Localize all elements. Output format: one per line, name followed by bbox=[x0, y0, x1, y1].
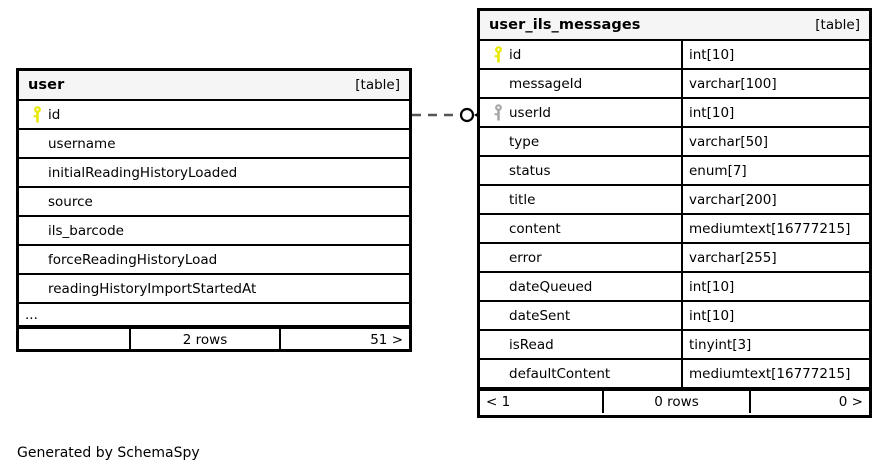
column-name-cell: messageId bbox=[480, 70, 681, 97]
table-header-user-ils-messages: user_ils_messages [table] bbox=[480, 11, 869, 41]
column-row[interactable]: readingHistoryImportStartedAt bbox=[19, 275, 409, 304]
column-name-text: dateQueued bbox=[509, 278, 593, 295]
column-name-cell: defaultContent bbox=[480, 360, 681, 387]
column-type-text: int[10] bbox=[681, 302, 869, 329]
column-name-cell: forceReadingHistoryLoad bbox=[19, 246, 409, 273]
column-type-text: int[10] bbox=[681, 41, 869, 68]
column-name-cell: dateSent bbox=[480, 302, 681, 329]
footer-row-count: 2 rows bbox=[129, 329, 279, 351]
column-name-text: type bbox=[509, 133, 540, 150]
table-header-user: user [table] bbox=[19, 71, 409, 101]
table-footer-user-ils-messages: < 1 0 rows 0 > bbox=[480, 389, 869, 413]
footer-row-count: 0 rows bbox=[602, 391, 749, 413]
column-name-cell: error bbox=[480, 244, 681, 271]
column-name-cell: readingHistoryImportStartedAt bbox=[19, 275, 409, 302]
column-name-text: readingHistoryImportStartedAt bbox=[48, 280, 257, 297]
column-row[interactable]: type varchar[50] bbox=[480, 128, 869, 157]
column-name-cell: initialReadingHistoryLoaded bbox=[19, 159, 409, 186]
table-title: user_ils_messages bbox=[489, 17, 641, 33]
column-name-cell: status bbox=[480, 157, 681, 184]
column-name-text: messageId bbox=[509, 75, 583, 92]
generated-by-credit: Generated by SchemaSpy bbox=[17, 445, 200, 461]
column-name-text: username bbox=[48, 135, 116, 152]
column-type-text: varchar[200] bbox=[681, 186, 869, 213]
table-title: user bbox=[28, 77, 65, 93]
column-row[interactable]: id int[10] bbox=[480, 41, 869, 70]
column-type-text: int[10] bbox=[681, 273, 869, 300]
column-type-text: varchar[50] bbox=[681, 128, 869, 155]
column-name-text: id bbox=[48, 106, 61, 123]
relationship-connector-user-to-user-ils-messages bbox=[410, 100, 485, 130]
table-type-tag: [table] bbox=[815, 17, 860, 33]
column-name-text: title bbox=[509, 191, 536, 208]
foreign-key-icon bbox=[487, 104, 509, 121]
table-footer-user: 2 rows 51 > bbox=[19, 327, 409, 351]
column-name-cell: source bbox=[19, 188, 409, 215]
column-row[interactable]: defaultContent mediumtext[16777215] bbox=[480, 360, 869, 389]
footer-next-link[interactable]: 51 > bbox=[279, 329, 409, 351]
column-name-cell: id bbox=[19, 101, 409, 128]
column-row[interactable]: dateSent int[10] bbox=[480, 302, 869, 331]
column-row[interactable]: messageId varchar[100] bbox=[480, 70, 869, 99]
column-name-cell: ils_barcode bbox=[19, 217, 409, 244]
column-type-text: mediumtext[16777215] bbox=[681, 360, 869, 387]
column-name-text: status bbox=[509, 162, 551, 179]
column-name-cell: dateQueued bbox=[480, 273, 681, 300]
column-row[interactable]: isRead tinyint[3] bbox=[480, 331, 869, 360]
column-type-text: enum[7] bbox=[681, 157, 869, 184]
column-row[interactable]: initialReadingHistoryLoaded bbox=[19, 159, 409, 188]
truncation-row: ... bbox=[19, 304, 409, 327]
column-name-text: content bbox=[509, 220, 561, 237]
column-name-cell: title bbox=[480, 186, 681, 213]
column-row[interactable]: forceReadingHistoryLoad bbox=[19, 246, 409, 275]
column-name-cell: isRead bbox=[480, 331, 681, 358]
ellipsis-text: ... bbox=[25, 306, 38, 323]
column-name-text: ils_barcode bbox=[48, 222, 124, 239]
column-row[interactable]: id bbox=[19, 101, 409, 130]
column-name-text: dateSent bbox=[509, 307, 571, 324]
column-name-cell: content bbox=[480, 215, 681, 242]
er-table-user-ils-messages[interactable]: user_ils_messages [table] id int[10] mes… bbox=[477, 8, 872, 418]
column-name-text: id bbox=[509, 46, 522, 63]
table-type-tag: [table] bbox=[355, 77, 400, 93]
column-row[interactable]: dateQueued int[10] bbox=[480, 273, 869, 302]
column-row[interactable]: username bbox=[19, 130, 409, 159]
er-table-user[interactable]: user [table] id username initialR bbox=[16, 68, 412, 352]
column-name-text: source bbox=[48, 193, 93, 210]
column-type-text: int[10] bbox=[681, 99, 869, 126]
column-type-text: tinyint[3] bbox=[681, 331, 869, 358]
column-name-text: userId bbox=[509, 104, 551, 121]
footer-prev-link[interactable]: < 1 bbox=[486, 394, 511, 410]
column-row[interactable]: userId int[10] bbox=[480, 99, 869, 128]
footer-next-link[interactable]: 0 > bbox=[749, 391, 869, 413]
column-type-text: mediumtext[16777215] bbox=[681, 215, 869, 242]
column-name-text: initialReadingHistoryLoaded bbox=[48, 164, 238, 181]
column-name-text: defaultContent bbox=[509, 365, 611, 382]
column-row[interactable]: ils_barcode bbox=[19, 217, 409, 246]
column-type-text: varchar[255] bbox=[681, 244, 869, 271]
zero-or-one-marker bbox=[459, 107, 475, 123]
column-row[interactable]: content mediumtext[16777215] bbox=[480, 215, 869, 244]
column-name-text: forceReadingHistoryLoad bbox=[48, 251, 218, 268]
truncation-cell: ... bbox=[19, 307, 409, 323]
column-name-text: isRead bbox=[509, 336, 554, 353]
primary-key-icon bbox=[26, 106, 48, 123]
column-name-cell: username bbox=[19, 130, 409, 157]
column-name-cell: type bbox=[480, 128, 681, 155]
footer-prev-link[interactable] bbox=[19, 329, 129, 351]
column-type-text: varchar[100] bbox=[681, 70, 869, 97]
column-name-cell: userId bbox=[480, 99, 681, 126]
column-name-text: error bbox=[509, 249, 542, 266]
column-row[interactable]: status enum[7] bbox=[480, 157, 869, 186]
column-row[interactable]: title varchar[200] bbox=[480, 186, 869, 215]
column-row[interactable]: error varchar[255] bbox=[480, 244, 869, 273]
column-row[interactable]: source bbox=[19, 188, 409, 217]
column-name-cell: id bbox=[480, 41, 681, 68]
primary-key-icon bbox=[487, 46, 509, 63]
